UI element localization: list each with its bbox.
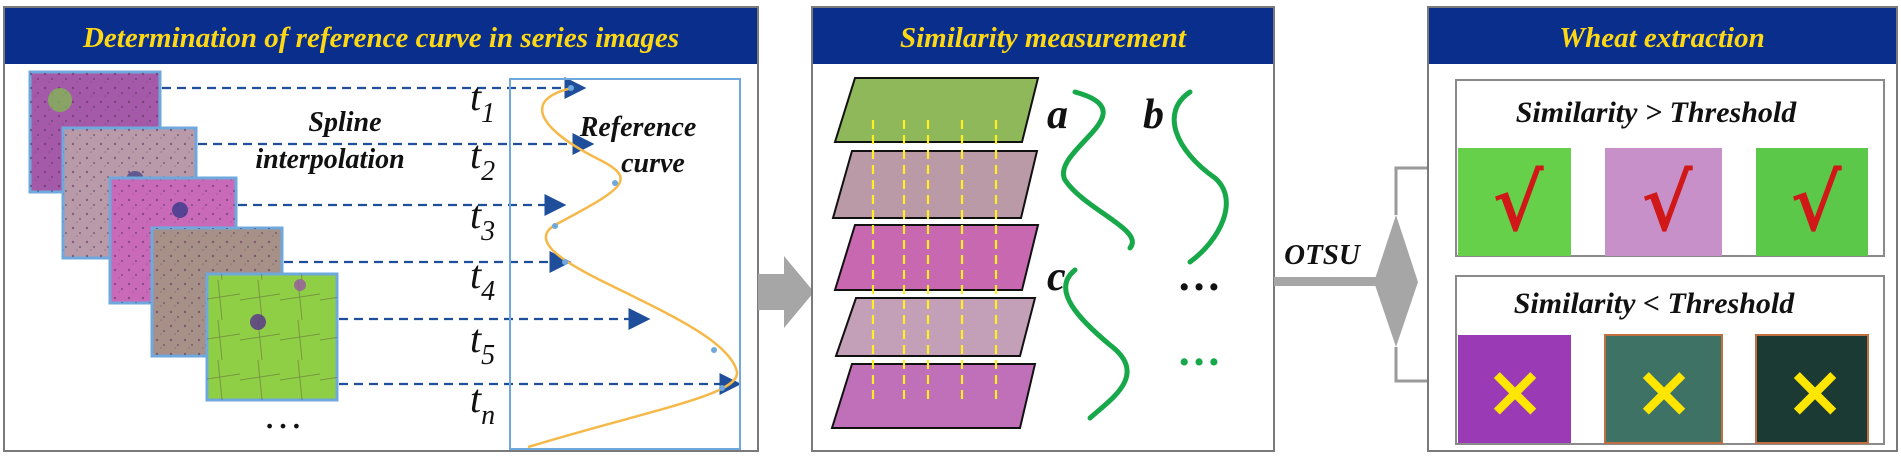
curve-point-2 — [612, 180, 618, 186]
curve-point-4 — [562, 259, 568, 265]
check-mark-icon-1: √ — [1492, 158, 1544, 249]
series-image-5 — [205, 272, 339, 402]
image-layer-2 — [831, 150, 1039, 219]
time-label-t4: t4 — [470, 252, 495, 307]
check-mark-icon-3: √ — [1790, 158, 1842, 249]
image-layer-stack — [830, 77, 1040, 429]
check-mark-icon-2: √ — [1641, 158, 1693, 249]
curve-point-3 — [552, 223, 558, 229]
time-arrows — [162, 77, 742, 395]
pixel-curve-c — [1063, 267, 1130, 421]
pixel-curves — [1060, 89, 1229, 421]
curve-label-b: b — [1143, 92, 1164, 138]
time-label-t5: t5 — [470, 316, 495, 371]
right-panel-header — [1429, 8, 1896, 64]
curve-ellipsis-black: … — [1177, 251, 1221, 300]
series-ellipsis: … — [263, 392, 303, 437]
image-layer-1 — [833, 77, 1040, 143]
reference-curve-label-line2: curve — [621, 148, 685, 179]
above-threshold-label: Similarity > Threshold — [1516, 96, 1797, 129]
non-wheat-samples — [1458, 334, 1869, 444]
non-wheat-sample-1 — [1458, 335, 1571, 443]
cross-mark-icon-2: × — [1634, 349, 1694, 433]
otsu-connector-bar — [1274, 277, 1382, 286]
image-layer-4 — [834, 297, 1037, 357]
curve-label-c: c — [1047, 254, 1066, 300]
spline-label-line1: Spline — [308, 107, 381, 138]
right-panel-title: Wheat extraction — [1559, 22, 1764, 54]
image-series-stack — [28, 70, 339, 402]
curve-ellipsis-green: … — [1177, 326, 1221, 375]
time-label-t2: t2 — [470, 132, 495, 187]
pixel-curve-b — [1171, 89, 1229, 265]
otsu-connector: OTSU — [1274, 156, 1452, 393]
curve-point-1 — [568, 85, 574, 91]
curve-point-n — [719, 385, 725, 391]
check-marks: √ √ √ — [1492, 158, 1842, 249]
right-panel: Wheat extraction Similarity > Threshold … — [1427, 6, 1898, 452]
cross-mark-icon-3: × — [1785, 349, 1845, 433]
otsu-label: OTSU — [1284, 239, 1362, 271]
time-label-t1: t1 — [470, 74, 495, 129]
middle-panel-header — [813, 8, 1273, 64]
otsu-decision-diamond — [1374, 215, 1418, 347]
wheat-sample-3 — [1756, 148, 1868, 256]
time-label-t3: t3 — [470, 192, 495, 247]
reference-curve-points — [552, 85, 725, 391]
wheat-sample-1 — [1458, 148, 1571, 256]
image-layer-3 — [833, 224, 1040, 291]
time-labels: t1 t2 t3 t4 t5 tn — [470, 74, 495, 431]
pixel-trace-lines — [871, 120, 998, 405]
pixel-curve-a — [1060, 89, 1135, 251]
reference-curve-label-line1: Reference — [579, 112, 697, 143]
left-panel-title: Determination of reference curve in seri… — [82, 22, 679, 54]
left-panel: Determination of reference curve in seri… — [3, 6, 759, 452]
wheat-samples — [1458, 148, 1868, 256]
cross-marks: × × × — [1485, 349, 1845, 433]
time-label-tn: tn — [470, 376, 495, 431]
non-wheat-sample-3 — [1755, 334, 1869, 444]
left-panel-header — [5, 8, 757, 64]
middle-panel-title: Similarity measurement — [900, 22, 1187, 54]
non-wheat-sample-2 — [1604, 334, 1723, 444]
wheat-sample-2 — [1605, 148, 1722, 256]
flow-arrow-left-to-middle — [758, 256, 814, 328]
spline-label-line2: interpolation — [255, 144, 404, 175]
curve-label-a: a — [1047, 92, 1068, 138]
curve-labels: a b c — [1047, 92, 1164, 300]
below-threshold-label: Similarity < Threshold — [1514, 287, 1795, 320]
image-layer-5 — [830, 363, 1037, 429]
curve-point-5 — [711, 347, 717, 353]
reference-curve-box — [509, 78, 741, 450]
cross-mark-icon-1: × — [1485, 349, 1545, 433]
middle-panel: Similarity measurement a b c … … — [811, 6, 1275, 452]
